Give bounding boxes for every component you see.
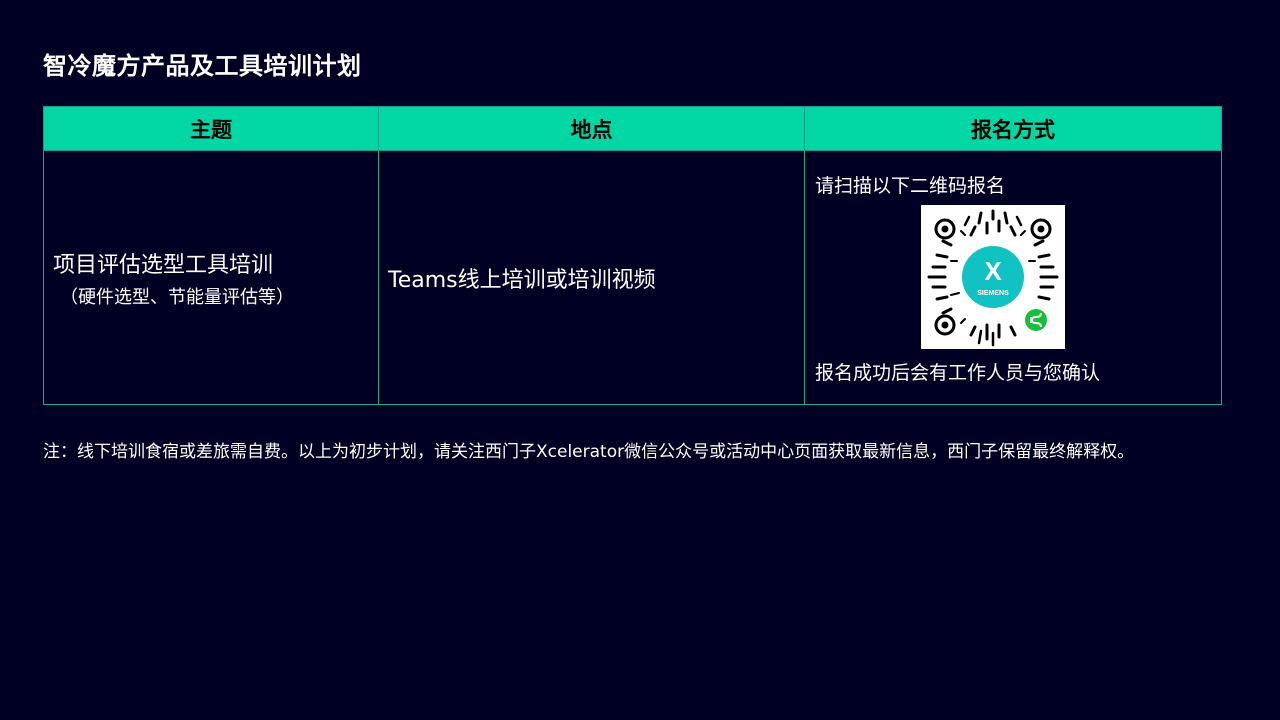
qr-code-graphic: X SIEMENS: [921, 205, 1065, 349]
mini-program-badge-icon: [1025, 309, 1047, 331]
footnote: 注：线下培训食宿或差旅需自费。以上为初步计划，请关注西门子Xcelerator微…: [43, 442, 1135, 462]
training-plan-table: 主题 地点 报名方式 项目评估选型工具培训 （硬件选型、节能量评估等） Team…: [43, 106, 1222, 405]
location-text: Teams线上培训或培训视频: [388, 267, 656, 293]
cell-registration: 请扫描以下二维码报名: [804, 150, 1222, 405]
header-registration: 报名方式: [804, 106, 1222, 151]
cell-location: Teams线上培训或培训视频: [378, 150, 805, 405]
table-header-row: 主题 地点 报名方式: [43, 106, 1222, 151]
header-topic: 主题: [43, 106, 379, 151]
mini-program-qr-code[interactable]: X SIEMENS: [921, 205, 1065, 349]
logo-text: SIEMENS: [977, 290, 1009, 297]
topic-sub-text: （硬件选型、节能量评估等）: [60, 286, 294, 308]
cell-topic: 项目评估选型工具培训 （硬件选型、节能量评估等）: [43, 150, 379, 405]
logo-mark: X: [984, 256, 1002, 286]
siemens-logo-circle: [962, 246, 1024, 308]
topic-main-text: 项目评估选型工具培训: [53, 252, 274, 278]
table-row: 项目评估选型工具培训 （硬件选型、节能量评估等） Teams线上培训或培训视频 …: [43, 150, 1222, 405]
registration-instruction: 请扫描以下二维码报名: [815, 175, 1006, 197]
page-title: 智冷魔方产品及工具培训计划: [43, 52, 362, 80]
registration-confirmation: 报名成功后会有工作人员与您确认: [815, 362, 1101, 384]
header-location: 地点: [378, 106, 805, 151]
